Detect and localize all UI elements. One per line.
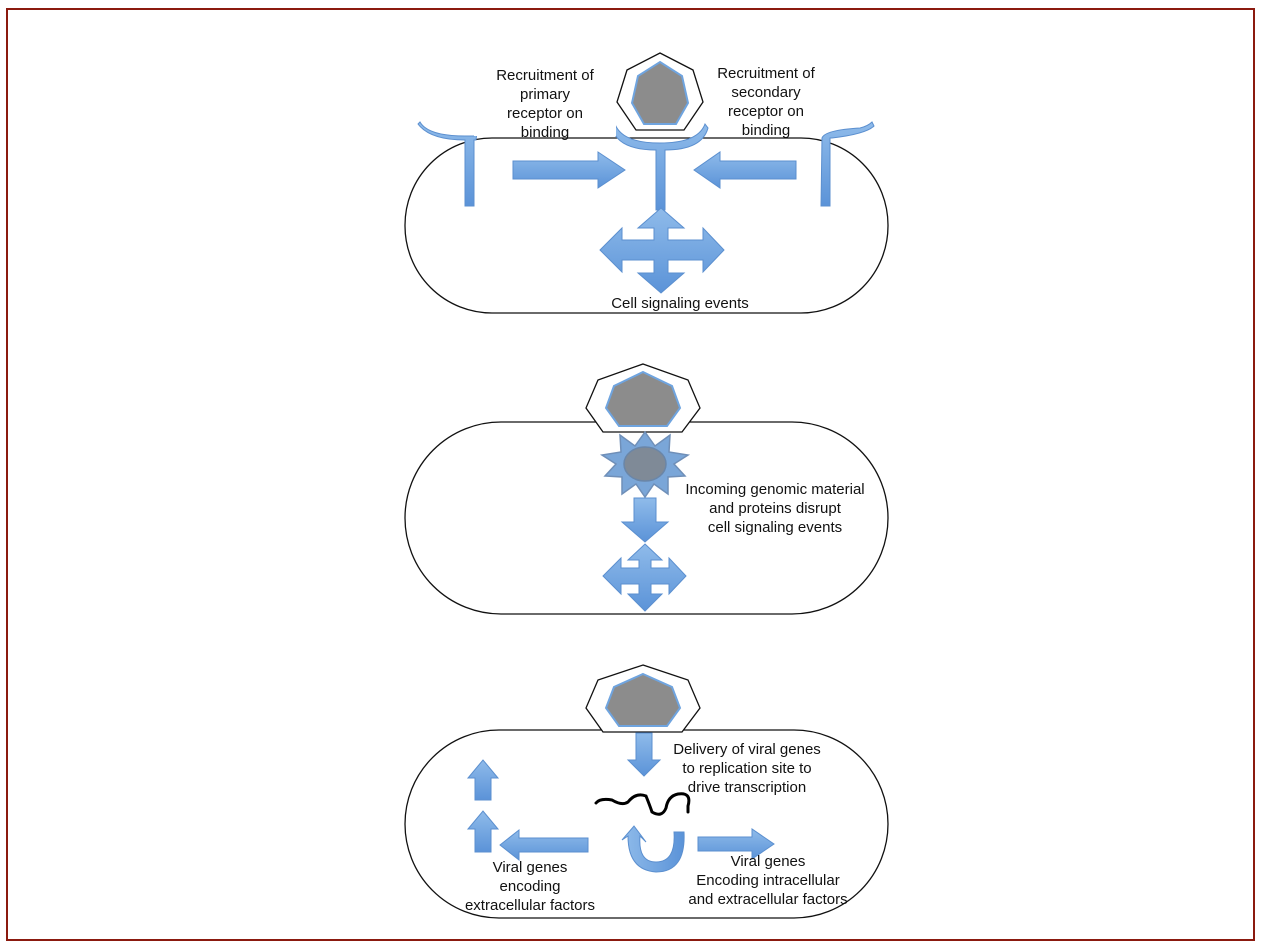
primary-receptor: [417, 121, 479, 207]
label-viral-genes-extracellular: Viral genes encoding extracellular facto…: [464, 859, 596, 914]
viral-genome-icon: [594, 792, 691, 816]
virus-particle-middle: [585, 363, 701, 433]
virus-particle-bottom: [585, 664, 701, 733]
label-viral-genes-intracellular: Viral genes Encoding intracellular and e…: [688, 853, 848, 908]
label-delivery-viral-genes: Delivery of viral genes to replication s…: [673, 741, 821, 796]
panel-receptor-recruitment: [404, 52, 889, 314]
cell-membrane-top: [404, 137, 889, 314]
four-way-arrow-signaling: [599, 207, 725, 294]
panel-gene-delivery: [404, 664, 889, 919]
arrow-right-recruit: [512, 151, 626, 189]
secondary-receptor: [820, 121, 875, 207]
label-genome-disrupt: Incoming genomic material and proteins d…: [685, 481, 865, 536]
arrow-left-extracellular: [499, 828, 589, 862]
arrow-up-lower: [466, 810, 500, 853]
central-receptor: [611, 122, 709, 211]
label-secondary-receptor: Recruitment of secondary receptor on bin…: [710, 64, 822, 139]
arrow-up-upper: [466, 759, 500, 801]
arrow-down-delivery: [626, 732, 662, 777]
panel-genome-entry: [404, 363, 889, 615]
genome-core-icon: [623, 446, 667, 482]
arrow-left-recruit: [693, 151, 797, 189]
arrow-down-entry: [620, 497, 670, 543]
label-primary-receptor: Recruitment of primary receptor on bindi…: [474, 66, 616, 141]
transcription-cycle-arrow-icon: [621, 825, 685, 873]
arrow-right-intracellular: [697, 828, 775, 860]
label-cell-signaling-events: Cell signaling events: [611, 295, 749, 312]
virus-particle-top: [616, 52, 704, 131]
four-way-arrow-disrupted: [602, 543, 687, 612]
